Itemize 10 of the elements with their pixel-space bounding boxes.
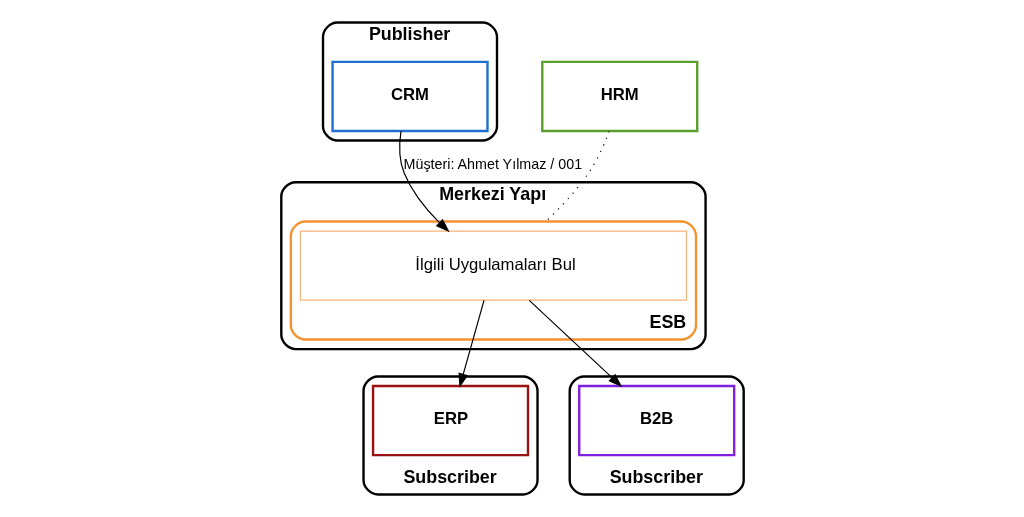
arrow [458,299,485,388]
edge-label: Müşteri: Ahmet Yılmaz / 001 [403,155,582,172]
connector [544,130,610,223]
node-box: İlgili Uygulamaları Bul [299,230,687,301]
node-box: CRM [330,60,489,133]
node-box: B2B [577,384,735,457]
node-box: ERP [371,384,529,457]
node-box: HRM [540,60,698,133]
arrow [528,299,622,388]
arrow [398,130,450,233]
